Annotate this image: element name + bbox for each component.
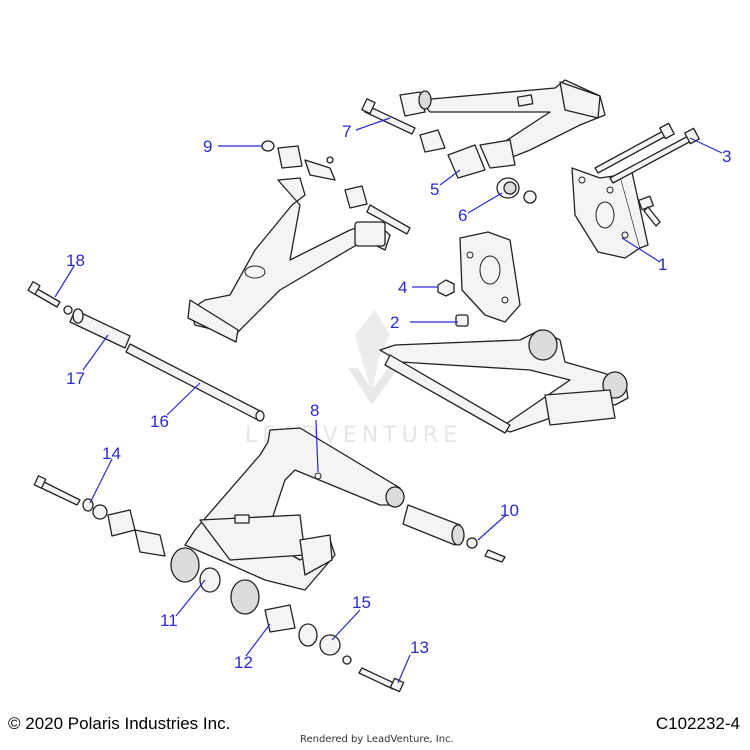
part-13-bolt[interactable]: [358, 667, 405, 693]
part-upper-a-arm-right[interactable]: [419, 79, 606, 169]
callout-15[interactable]: 15: [352, 593, 371, 612]
callout-11[interactable]: 11: [160, 611, 178, 630]
callout-labels: 1 2 3 4 5 6 7 8 9 10 11 12 13 14 15 16 1…: [66, 122, 731, 672]
part-5-sleeve[interactable]: [447, 144, 486, 179]
callout-7[interactable]: 7: [342, 122, 351, 141]
rendered-by-text: Rendered by LeadVenture, Inc.: [300, 734, 454, 745]
callout-3[interactable]: 3: [722, 147, 731, 166]
part-12-sleeve[interactable]: [264, 604, 296, 633]
callout-12[interactable]: 12: [234, 653, 253, 672]
part-7-bolt[interactable]: [361, 98, 416, 135]
callout-8[interactable]: 8: [310, 401, 319, 420]
callout-1[interactable]: 1: [658, 255, 667, 274]
part-long-bolts[interactable]: [594, 122, 700, 184]
part-17-sleeve[interactable]: [69, 308, 131, 349]
part-15-washer[interactable]: [298, 623, 352, 665]
part-11-bushing[interactable]: [170, 547, 260, 615]
part-10-sleeve[interactable]: [402, 504, 506, 563]
callout-17[interactable]: 17: [66, 369, 85, 388]
part-bolt-small-right[interactable]: [638, 195, 661, 227]
callout-9[interactable]: 9: [203, 137, 212, 156]
callout-16[interactable]: 16: [150, 412, 169, 431]
callout-13[interactable]: 13: [410, 638, 429, 657]
callout-14[interactable]: 14: [102, 444, 121, 463]
part-6-bushing[interactable]: [496, 177, 537, 204]
callout-18[interactable]: 18: [66, 251, 85, 270]
callout-10[interactable]: 10: [500, 501, 519, 520]
part-8-trailing-arm[interactable]: [184, 427, 405, 591]
part-bushings-left[interactable]: [277, 145, 411, 235]
callout-5[interactable]: 5: [430, 180, 439, 199]
callout-2[interactable]: 2: [390, 313, 399, 332]
part-2-bolt[interactable]: [455, 314, 469, 327]
part-18-bolt[interactable]: [27, 281, 73, 315]
part-bushing-upper[interactable]: [399, 90, 446, 153]
part-bracket-center[interactable]: [459, 231, 521, 323]
part-bracket-right[interactable]: [571, 167, 649, 259]
part-14-bolt[interactable]: [33, 475, 166, 557]
diagram-id: C102232-4: [655, 714, 740, 733]
part-upper-a-arm-left[interactable]: [187, 177, 391, 343]
copyright-text: © 2020 Polaris Industries Inc.: [8, 714, 231, 733]
callout-4[interactable]: 4: [398, 278, 407, 297]
part-9-cap[interactable]: [261, 140, 275, 152]
callout-6[interactable]: 6: [458, 206, 467, 225]
part-16-shaft[interactable]: [125, 343, 265, 422]
part-lower-a-arm-right[interactable]: [379, 329, 629, 434]
leader-lines: [54, 117, 723, 684]
part-4-nut[interactable]: [437, 279, 455, 297]
